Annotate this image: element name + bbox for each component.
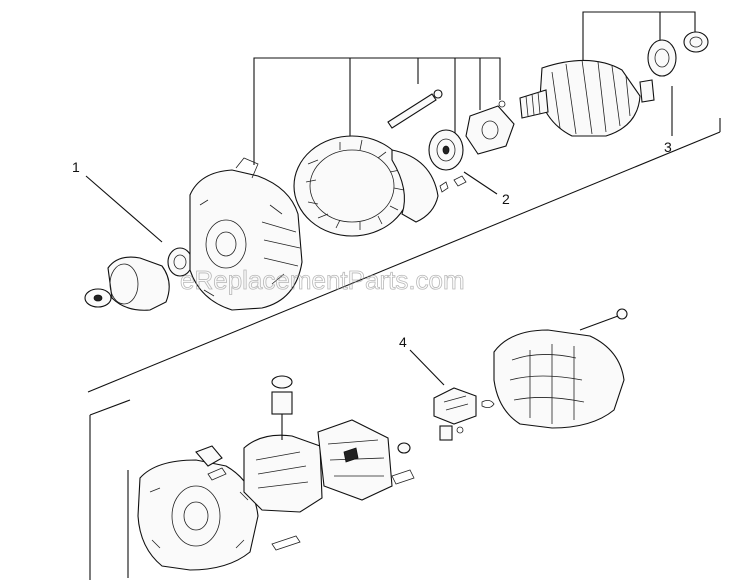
brush-holder-4 xyxy=(433,387,495,441)
callout-4: 4 xyxy=(399,334,407,350)
bearing-3 xyxy=(647,31,709,77)
through-bolt xyxy=(387,89,443,129)
leader-brackets xyxy=(85,11,696,386)
bearing-2 xyxy=(428,129,464,171)
regulator xyxy=(317,419,393,501)
watermark-text: eReplacementParts.com xyxy=(180,265,465,295)
rear-frame xyxy=(137,445,259,571)
rectifier xyxy=(243,375,323,513)
terminal-parts xyxy=(207,442,415,551)
rear-cover xyxy=(493,329,625,429)
callout-2: 2 xyxy=(502,191,510,207)
lower-assembly-frame xyxy=(89,399,131,580)
callout-1: 1 xyxy=(72,159,80,175)
drive-end-frame xyxy=(189,157,303,311)
cover-bolt xyxy=(579,308,628,331)
stator xyxy=(293,135,439,237)
retainer-plate xyxy=(465,100,515,155)
small-clips xyxy=(439,175,467,193)
callout-3: 3 xyxy=(664,139,672,155)
upper-assembly-frame xyxy=(87,118,721,393)
pulley-assembly xyxy=(84,247,193,311)
rotor xyxy=(519,59,655,137)
